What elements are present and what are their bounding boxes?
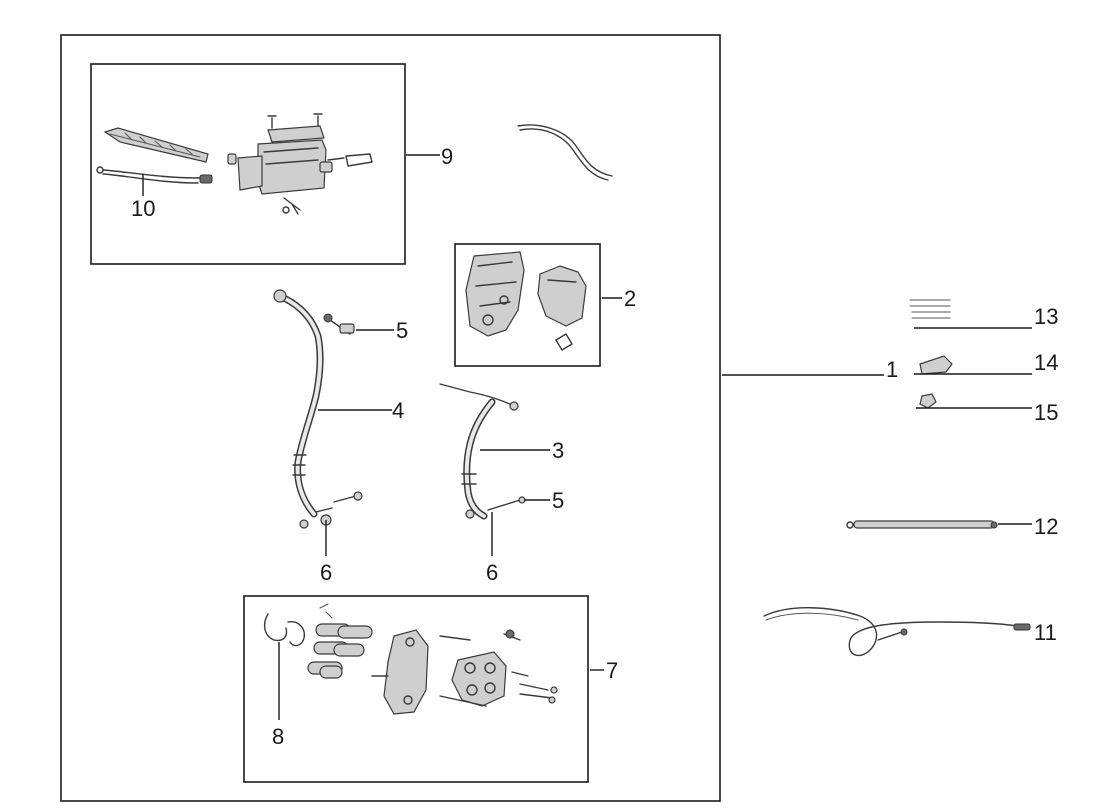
callout-13: 13 (1034, 304, 1058, 329)
brake-cable-part (763, 607, 1031, 657)
switch-screw-part (919, 393, 937, 409)
brake-switch-wire-part (517, 124, 613, 181)
callout-15: 15 (1034, 400, 1058, 425)
brake-pad-part (307, 603, 373, 679)
master-cylinder-part (227, 113, 373, 215)
brake-rod-part (846, 520, 998, 529)
callout-14: 14 (1034, 350, 1058, 375)
callout-2: 2 (624, 286, 636, 311)
caliper-pin-clip-part (263, 613, 305, 647)
master-cylinder-frame (90, 63, 406, 265)
brake-lever-part (96, 127, 213, 184)
caliper-bracket-frame (454, 243, 601, 367)
callout-5-front: 5 (396, 318, 408, 343)
screw-set-part (909, 299, 951, 319)
callout-4: 4 (392, 398, 404, 423)
callout-10: 10 (131, 196, 155, 221)
caliper-body-part (439, 629, 558, 707)
rear-brake-hose-part (439, 383, 526, 520)
caliper-plate-part (371, 629, 429, 715)
caliper-parts-frame (243, 595, 589, 783)
callout-6-front: 6 (320, 560, 332, 585)
callout-7: 7 (606, 658, 618, 683)
callout-9: 9 (441, 144, 453, 169)
callout-3: 3 (552, 438, 564, 463)
front-brake-hose-part (273, 289, 363, 529)
callout-11: 11 (1034, 620, 1057, 645)
callout-5-rear: 5 (552, 488, 564, 513)
callout-6-rear: 6 (486, 560, 498, 585)
main-assembly-frame (60, 34, 721, 802)
brake-switch-part (919, 355, 953, 375)
caliper-bracket-part (465, 251, 587, 351)
callout-1: 1 (886, 357, 898, 382)
callout-12: 12 (1034, 514, 1058, 539)
callout-8: 8 (272, 724, 284, 749)
banjo-bolt-part (323, 313, 355, 335)
